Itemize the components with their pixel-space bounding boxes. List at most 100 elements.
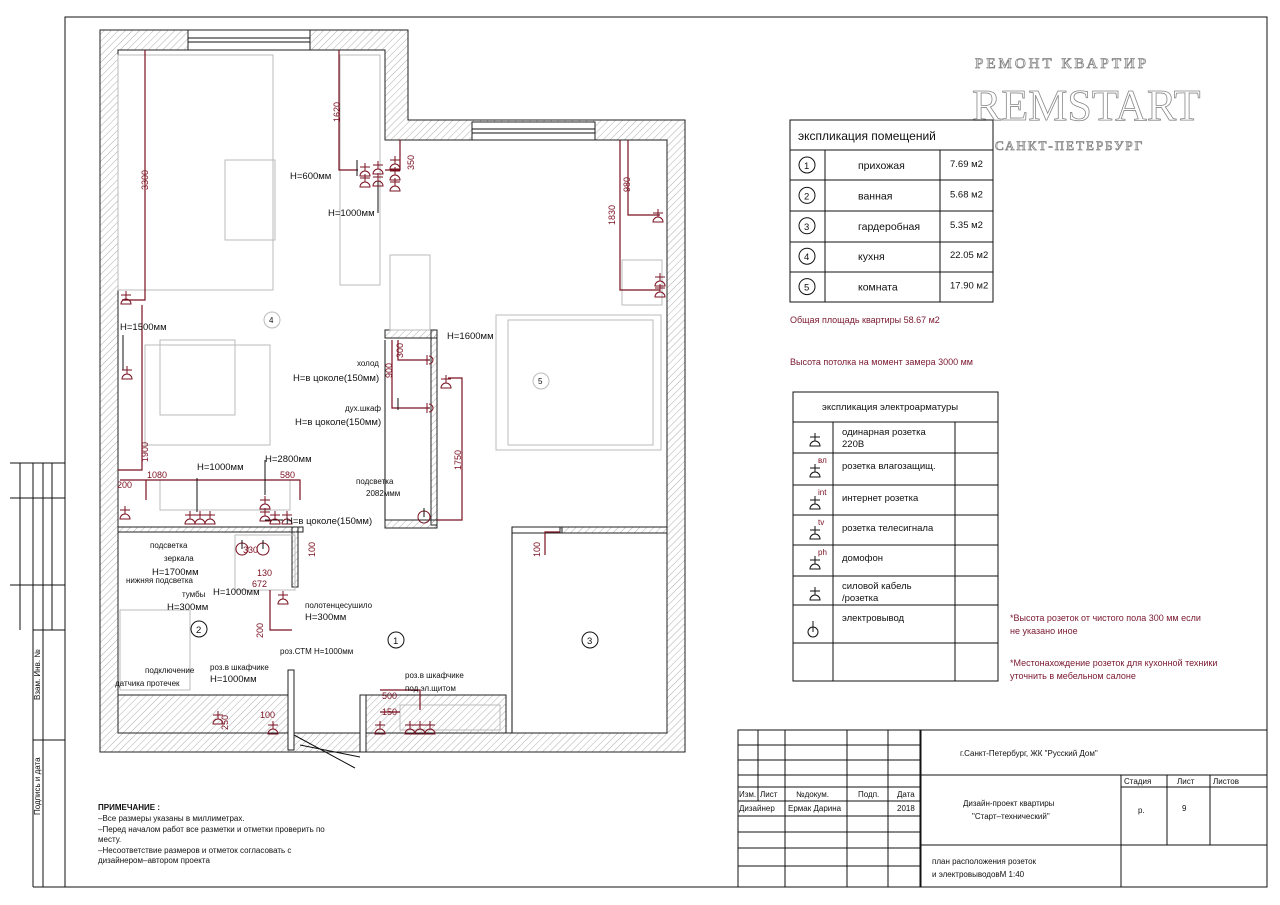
fridge-label: холод [357,359,379,368]
cabinet-socket-label: роз.в шкафчике [210,663,269,672]
remstart-logo: РЕМОНТ КВАРТИР REMSTART САНКТ-ПЕТЕРБУРГ [972,56,1201,154]
socket-icon [424,721,436,735]
socket-icon [259,508,271,522]
backlight-label: подсветка [356,477,394,486]
room-area: 5.35 м2 [950,220,983,231]
socket-icon [654,273,666,287]
annotation-labels: H=600мм H=1000мм H=1500мм H=1600мм холод… [115,171,494,693]
inv-number-label: Взам. Инв. № [33,649,42,700]
socket-icon [184,511,196,525]
height-label: H=в цоколе(150мм) [286,516,372,527]
light-outlet-icon [235,540,249,556]
note-line: –Перед началом работ все разметки и отме… [98,825,325,834]
mirror-light-label: зеркала [164,554,194,563]
room-number-4: 4 [269,316,274,325]
height-label: H=300мм [167,602,208,613]
dim-label: 330 [243,545,258,555]
col-izm: Изм. [739,790,756,799]
room-number-2: 2 [196,625,201,636]
socket-icon [267,721,279,735]
socket-label: электровывод [842,613,905,624]
room-area: 17.90 м2 [950,281,988,292]
year: 2018 [897,804,915,813]
dim-label: 1830 [607,205,617,225]
dim-label: 1620 [332,102,342,122]
project-subtitle: "Старт–технический" [972,812,1050,821]
dim-label: 500 [382,691,397,701]
height-label: H=в цоколе(150мм) [293,373,379,384]
oven-label: дух.шкаф [345,404,381,413]
electrical-outlet-icon [807,621,819,638]
lower-light-label: нижняя подсветка [126,576,194,585]
lower-light-label: тумбы [182,590,206,599]
socket-label: 220В [842,439,864,450]
height-label: H=1700мм [152,567,199,578]
internet-socket-icon [809,496,821,510]
socket-label: домофон [842,553,883,564]
socket-icon [212,711,224,725]
room-number: 4 [804,252,809,263]
note-line: не указано иное [1010,626,1078,636]
electro-row: электровывод [807,613,905,638]
leak-sensor-label: подключение [145,666,195,675]
note-line: уточнить в мебельном салоне [1010,671,1136,681]
dim-label: 100 [307,542,317,557]
socket-icon [121,366,133,380]
dim-label: 100 [260,710,275,720]
note-line: –Все размеры указаны в миллиметрах. [98,814,245,823]
dim-label: 200 [117,480,132,490]
floor-plan-walls [99,29,686,769]
dim-label: 580 [280,470,295,480]
note-line: месту. [98,835,121,844]
dim-label: 3300 [140,170,150,190]
side-strip: Взам. Инв. № Подпись и дата [10,462,65,888]
sheets-header: Листов [1213,777,1239,786]
socket-icon [389,178,401,192]
socket-icon [389,167,401,181]
socket-icon [259,496,271,510]
note-line: *Высота розеток от чистого пола 300 мм е… [1010,613,1201,623]
room-area: 22.05 м2 [950,250,988,261]
note-line: дизайнером–автором проекта [98,856,210,865]
project-address: г.Санкт-Петербург, ЖК "Русский Дом" [960,749,1098,758]
dim-label: 100 [532,542,542,557]
room-number-5: 5 [538,377,543,386]
intercom-socket-icon [809,556,821,570]
window [187,29,311,51]
logo-top-text: РЕМОНТ КВАРТИР [975,56,1149,72]
waterproof-socket-icon [809,464,821,478]
logo-bottom-text: САНКТ-ПЕТЕРБУРГ [995,138,1144,153]
dim-label: 1750 [453,450,463,470]
wiring-lines [118,50,660,713]
socket-icon [277,591,289,605]
designer-role: Дизайнер [739,804,775,813]
height-label: H=1600мм [447,331,494,342]
height-label: H=1000мм [197,462,244,473]
socket-icon [654,284,666,298]
socket-icon [652,209,664,223]
dim-label: 980 [622,177,632,192]
socket-type-sup: вл [818,456,827,465]
note-line: *Местонахождение розеток для кухонной те… [1010,658,1217,668]
col-date: Дата [897,790,915,799]
room-area: 7.69 м2 [950,159,983,170]
electro-table: экспликация электроарматуры одинарная ро… [792,391,999,682]
notes-title: ПРИМЕЧАНИЕ : [98,803,160,812]
height-label: H=1000мм [213,587,260,598]
room-name: комната [858,282,898,294]
title-block: г.Санкт-Петербург, ЖК "Русский Дом" Изм.… [737,729,1268,888]
socket-icon [359,174,371,188]
height-label: H=2800мм [265,454,312,465]
tv-socket-icon [809,526,821,540]
dim-label: 200 [255,623,265,638]
light-outlet-icon [256,540,270,556]
height-label: H=1000мм [328,208,375,219]
general-notes: ПРИМЕЧАНИЕ : –Все размеры указаны в милл… [98,803,325,865]
room-number-3: 3 [587,636,592,647]
